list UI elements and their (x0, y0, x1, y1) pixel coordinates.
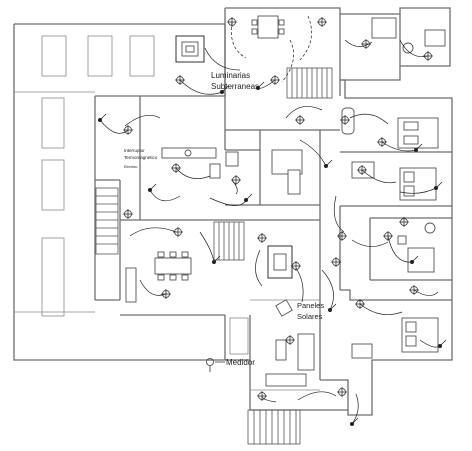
crossed-circle-icon (285, 335, 295, 345)
parking-spots (41, 35, 155, 317)
switch-icon (434, 181, 443, 190)
crossed-circle-icon (175, 75, 185, 85)
paneles-label-line1: Paneles (297, 301, 324, 310)
crossed-circle-icon (383, 231, 393, 241)
switch-icon (220, 85, 229, 94)
house-walls (94, 7, 453, 416)
kitchen-counter (161, 147, 239, 179)
switch-icon (438, 339, 447, 348)
crossed-circle-icon (357, 165, 367, 175)
interruptor-label-small: Electrico (124, 165, 137, 169)
crossed-circle-icon (399, 217, 409, 227)
switch-icon (148, 183, 157, 192)
chair-patio (265, 299, 315, 387)
paneles-label-line2: Solares (297, 312, 323, 321)
switch-icon (410, 255, 419, 264)
bathroom-mid-fixtures (397, 222, 436, 273)
switch-icon (324, 159, 333, 168)
crossed-circle-icon (361, 39, 371, 49)
armchair-center (267, 245, 293, 279)
crossed-circle-icon (337, 231, 347, 241)
bed-room-2 (351, 161, 437, 201)
switch-icon (98, 113, 107, 122)
bed-room-1 (341, 107, 439, 149)
sofa-living (271, 149, 303, 195)
switch-icon (350, 417, 359, 426)
stair-center (213, 221, 245, 261)
bed-room-3 (351, 317, 439, 359)
table-top-terrace (175, 35, 205, 63)
electrical-wiring (99, 15, 441, 425)
crossed-circle-icon (377, 137, 387, 147)
crossed-circle-icon (291, 261, 301, 271)
crossed-circle-icon (257, 233, 267, 243)
interruptor-label-line1: Interruptor (124, 148, 145, 153)
stair-bottom (247, 409, 301, 445)
crossed-circle-icon (173, 227, 183, 237)
switch-icon (414, 143, 423, 152)
dining-table-top (251, 15, 285, 39)
crossed-circle-icon (409, 285, 419, 295)
crossed-circle-icon (257, 391, 267, 401)
crossed-circle-icon (231, 175, 241, 185)
switches (98, 81, 447, 426)
crossed-circle-icon (270, 75, 280, 85)
crossed-circle-icon (295, 115, 305, 125)
meter-icon (206, 358, 214, 372)
medidor-label: Medidor (226, 358, 255, 367)
light-fixtures (123, 17, 433, 401)
crossed-circle-icon (317, 17, 327, 27)
crossed-circle-icon (123, 209, 133, 219)
switch-icon (328, 303, 337, 312)
crossed-circle-icon (340, 115, 350, 125)
stair-top (286, 67, 333, 99)
crossed-circle-icon (161, 289, 171, 299)
crossed-circle-icon (337, 387, 347, 397)
crossed-circle-icon (331, 257, 341, 267)
luminarias-label-line1: Luminarias (211, 71, 250, 80)
switch-icon (244, 193, 253, 202)
crossed-circle-icon (423, 51, 433, 61)
stair-left (95, 187, 119, 255)
crossed-circle-icon (171, 163, 181, 173)
crossed-circle-icon (123, 125, 133, 135)
bathroom-top-fixtures (371, 17, 446, 54)
crossed-circle-icon (227, 17, 237, 27)
dining-table-main (125, 251, 192, 303)
switch-icon (212, 255, 221, 264)
switch-icon (256, 81, 265, 90)
interruptor-label-line2: Termomagnetico (124, 155, 158, 160)
crossed-circle-icon (355, 299, 365, 309)
luminarias-label-line2: Subterraneas (211, 82, 259, 91)
